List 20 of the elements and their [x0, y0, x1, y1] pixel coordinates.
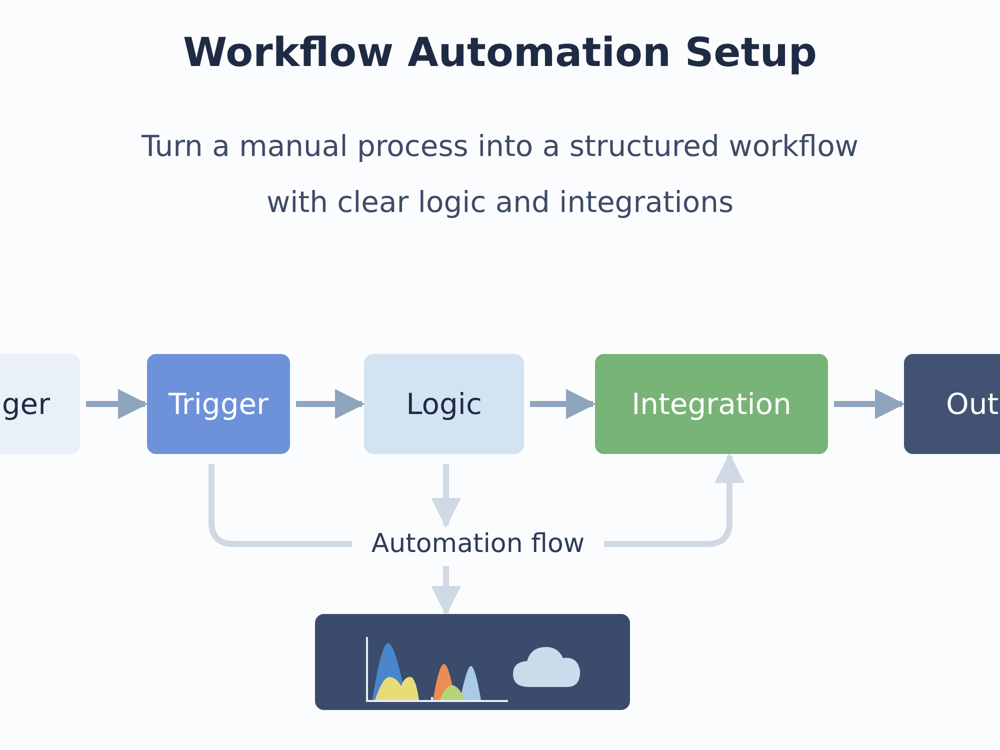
process-box — [595, 354, 828, 454]
subtitle: Turn a manual process into a structured workflow with clear logic and integrations — [140, 128, 860, 221]
box-label: Logic — [406, 387, 482, 421]
process-box — [364, 354, 524, 454]
title: Workflow Automation Setup — [182, 30, 818, 76]
arrow — [530, 389, 596, 419]
box-label: Out — [946, 387, 999, 421]
arrow — [431, 566, 461, 616]
arrow — [86, 389, 148, 419]
arrow — [431, 464, 461, 528]
arrow — [604, 453, 744, 547]
arrow — [296, 389, 365, 419]
process-box — [147, 354, 290, 454]
arrow — [834, 389, 905, 419]
box-label: Trigger — [168, 387, 268, 421]
output-panel — [315, 614, 630, 710]
connector-line — [208, 464, 352, 547]
flow-label: Automation flow — [358, 526, 598, 562]
box-label: ger — [2, 387, 50, 421]
box-label: Integration — [632, 387, 792, 421]
